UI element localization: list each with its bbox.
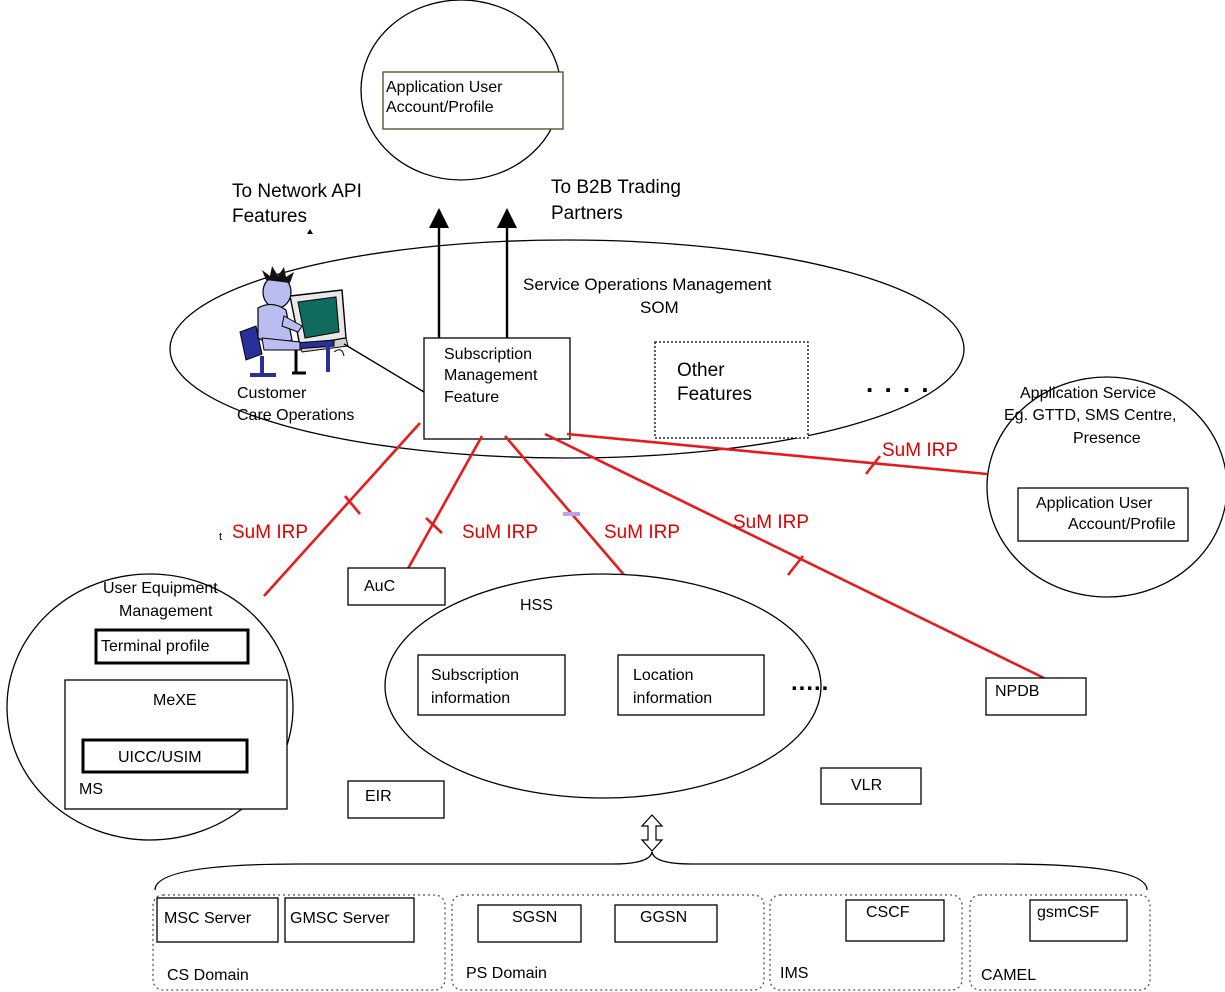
eir-label: EIR bbox=[365, 788, 392, 805]
app-service-account-box bbox=[1017, 487, 1189, 542]
auc-label: AuC bbox=[364, 578, 395, 595]
ue-title-line1: User Equipment bbox=[103, 580, 218, 597]
msc-server-label: MSC Server bbox=[164, 910, 252, 927]
gsmcsf-label: gsmCSF bbox=[1037, 904, 1099, 921]
hss-ellipsis: ..... bbox=[791, 669, 829, 696]
sum-irp-line-app-service bbox=[566, 432, 988, 476]
ms-label: MS bbox=[79, 781, 103, 798]
sgsn-box bbox=[477, 904, 582, 943]
ps-domain-label: PS Domain bbox=[466, 965, 547, 982]
stray-mark: t bbox=[219, 531, 222, 543]
double-arrow-icon bbox=[640, 814, 664, 852]
arrow-head-b2b bbox=[497, 208, 517, 228]
small-marker bbox=[307, 229, 313, 234]
sum-irp-tick-ue bbox=[344, 495, 361, 515]
subscription-info-line2: information bbox=[431, 690, 510, 707]
app-service-line3: Presence bbox=[1073, 430, 1141, 447]
sum-irp-tick-auc bbox=[425, 517, 443, 534]
hss-ellipse: HSS Subscription information Location in… bbox=[384, 573, 829, 799]
cable bbox=[333, 349, 345, 357]
other-features-line2: Features bbox=[677, 384, 752, 405]
eir-box bbox=[347, 780, 445, 819]
smf-line3: Feature bbox=[444, 389, 499, 406]
sum-irp-tick-npdb bbox=[786, 555, 805, 576]
customer-care-line2: Care Operations bbox=[237, 407, 354, 424]
sum-irp-label-npdb: SuM IRP bbox=[733, 512, 809, 533]
application-service-circle: Application Service Eg. GTTD, SMS Centre… bbox=[986, 376, 1225, 598]
ims-group: CSCF IMS bbox=[769, 894, 963, 991]
cscf-label: CSCF bbox=[866, 904, 910, 921]
terminal-profile-label: Terminal profile bbox=[101, 638, 210, 655]
uicc-usim-label: UICC/USIM bbox=[118, 749, 202, 766]
sum-irp-tick-app-service bbox=[864, 455, 882, 475]
location-information-box bbox=[617, 654, 765, 716]
cscf-box bbox=[845, 899, 945, 942]
npdb-label: NPDB bbox=[995, 683, 1039, 700]
app-service-box-line1: Application User bbox=[1036, 495, 1153, 512]
msc-server-box bbox=[156, 897, 279, 943]
domains-brace bbox=[154, 851, 1148, 891]
customer-care-operator-icon bbox=[239, 266, 349, 377]
location-info-line2: information bbox=[633, 690, 712, 707]
app-user-account-line1: Application User bbox=[386, 79, 503, 96]
sgsn-label: SGSN bbox=[512, 909, 557, 926]
subscription-management-feature-box bbox=[423, 337, 571, 440]
hss-title: HSS bbox=[520, 597, 553, 614]
terminal-profile-box bbox=[94, 628, 250, 665]
sum-irp-label-app-service: SuM IRP bbox=[882, 440, 958, 461]
app-user-account-circle: Application User Account/Profile bbox=[360, 0, 564, 181]
gmsc-server-label: GMSC Server bbox=[290, 910, 390, 927]
npdb-box bbox=[985, 677, 1087, 716]
cs-domain-group: MSC Server GMSC Server CS Domain bbox=[152, 894, 446, 991]
network-api-label-line2: Features bbox=[232, 206, 307, 227]
sum-irp-line-ue bbox=[263, 422, 421, 597]
sum-irp-line-auc bbox=[403, 435, 484, 575]
sum-irp-label-ue: SuM IRP bbox=[232, 522, 308, 543]
cs-domain-label: CS Domain bbox=[167, 967, 249, 984]
other-features-line1: Other bbox=[677, 360, 725, 381]
som-title-line1: Service Operations Management bbox=[523, 275, 772, 294]
sum-irp-label-auc: SuM IRP bbox=[462, 522, 538, 543]
auc-box bbox=[347, 567, 446, 606]
smf-line2: Management bbox=[444, 367, 538, 384]
app-service-line1: Application Service bbox=[1020, 385, 1156, 402]
user-equipment-management-circle: User Equipment Management Terminal profi… bbox=[6, 573, 294, 841]
operator-link-line bbox=[343, 343, 425, 393]
mexe-label: MeXE bbox=[153, 692, 197, 709]
subscription-information-box bbox=[417, 654, 566, 716]
customer-care-line1: Customer bbox=[237, 385, 307, 402]
ims-label: IMS bbox=[780, 965, 808, 982]
b2b-label-line2: Partners bbox=[551, 203, 623, 224]
app-user-account-line2: Account/Profile bbox=[386, 99, 494, 116]
ggsn-label: GGSN bbox=[640, 909, 687, 926]
other-features-box bbox=[654, 341, 809, 439]
location-info-line1: Location bbox=[633, 667, 694, 684]
ps-domain-group: SGSN GGSN PS Domain bbox=[451, 894, 765, 991]
gmsc-server-box bbox=[284, 897, 415, 943]
camel-label: CAMEL bbox=[981, 967, 1036, 984]
smf-line1: Subscription bbox=[444, 346, 532, 363]
arrow-head-network-api bbox=[429, 208, 449, 228]
ggsn-box bbox=[614, 904, 718, 943]
app-service-box-line2: Account/Profile bbox=[1068, 516, 1176, 533]
app-user-account-box bbox=[382, 71, 564, 130]
sum-irp-line-hss bbox=[504, 435, 626, 577]
subscription-info-line1: Subscription bbox=[431, 667, 519, 684]
camel-group: gsmCSF CAMEL bbox=[969, 894, 1151, 991]
vlr-box bbox=[820, 767, 922, 805]
sum-irp-label-hss: SuM IRP bbox=[604, 522, 680, 543]
b2b-label-line1: To B2B Trading bbox=[551, 177, 681, 198]
vlr-label: VLR bbox=[851, 777, 882, 794]
app-service-line2: Eg. GTTD, SMS Centre, bbox=[1004, 407, 1176, 424]
uicc-usim-box bbox=[81, 738, 249, 774]
som-ellipsis: . . . . bbox=[866, 368, 931, 398]
network-api-label-line1: To Network API bbox=[232, 181, 362, 202]
gsmcsf-box bbox=[1029, 899, 1128, 942]
ue-title-line2: Management bbox=[119, 603, 213, 620]
sum-irp-line-npdb bbox=[544, 432, 1045, 680]
som-title-line2: SOM bbox=[640, 298, 679, 317]
